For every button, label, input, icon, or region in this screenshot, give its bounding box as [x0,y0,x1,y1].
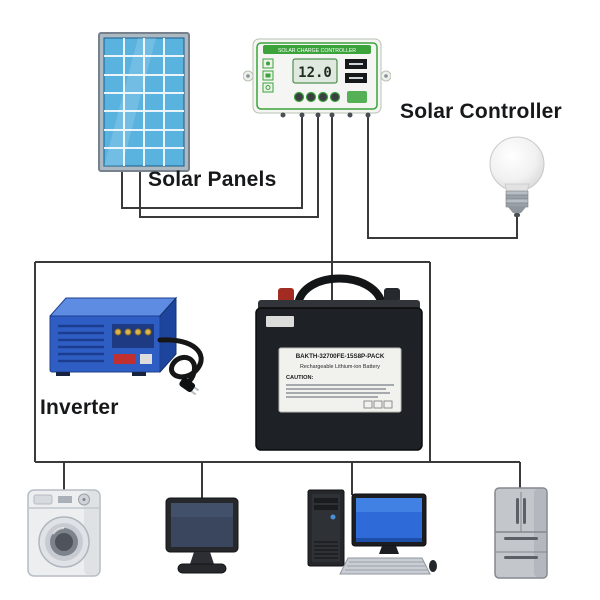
battery-label-line2: Rechargeable Lithium-ion Battery [300,364,380,370]
controller-lcd [292,58,338,84]
washer-door [38,516,90,568]
mount-hole-left [246,74,250,78]
battery-terminal-positive [278,288,294,302]
usb-ports [345,59,367,83]
monitor-image [165,497,239,574]
bulb-glass [489,136,545,192]
controller-green-border [256,42,378,110]
terminal-screws [280,112,371,118]
desktop-computer-image [307,489,437,575]
pc-monitor [351,493,427,554]
bulb-contact-tip [514,213,520,217]
solar-controller-image: SOLAR CHARGE CONTROLLER 12.0 [243,38,391,118]
washer-shading [84,491,99,575]
pc-mouse [429,560,437,572]
monitor-base [177,563,227,574]
light-bulb-image [489,136,545,217]
inverter-warning-sticker [114,354,136,364]
inverter-label: Inverter [40,396,119,419]
controller-brand-badge [347,91,367,103]
inverter-vents [58,324,104,363]
monitor-neck [190,552,214,564]
monitor-screen-glare [171,503,233,517]
refrigerator-image [494,487,548,579]
solar-panel-image [98,32,190,172]
inverter-image [48,296,204,396]
panel-sheen [104,38,156,166]
fridge-handles [504,498,538,559]
battery-small-sticker [266,316,294,327]
inverter-label-sticker [140,354,152,364]
pc-keyboard [339,557,431,575]
controller-header-text: SOLAR CHARGE CONTROLLER [278,48,356,54]
wire-panel-to-controller-1 [121,114,303,209]
inverter-top-face [48,297,178,317]
inverter-terminal-block [112,324,154,348]
washer-dispenser [33,494,53,505]
washer-display [58,496,72,503]
inverter-foot-left [56,372,70,376]
solar-controller-label: Solar Controller [400,100,562,123]
washer-knob-dot [82,498,86,501]
battery-label-caution: CAUTION: [286,375,313,381]
power-cable [157,337,204,387]
lcd-value: 12.0 [298,65,332,81]
power-plug [179,377,200,396]
controller-header-bar [263,45,371,54]
fridge-shading [534,489,546,577]
controller-buttons [293,91,341,103]
inverter-foot-right [132,372,146,376]
controller-status-icons [262,58,274,93]
battery-terminal-negative [384,288,400,302]
panel-cell-grid [104,38,184,166]
inverter-terminals [114,328,152,336]
battery-image: BAKTH-32700FE-15S8P-PACK Rechargeable Li… [255,274,423,451]
washing-machine-image [27,489,101,577]
pc-tower [307,489,345,567]
battery-handle [294,274,386,308]
wire-panel-to-controller-2 [139,114,319,218]
mount-hole-right [384,74,388,78]
battery-label: BAKTH-32700FE-15S8P-PACK Rechargeable Li… [278,347,402,413]
wire-controller-to-bulb [367,114,518,239]
bulb-screw-base [505,190,529,217]
battery-fine-print [286,384,394,398]
solar-panels-label: Solar Panels [148,168,277,191]
battery-label-line1: BAKTH-32700FE-15S8P-PACK [296,353,385,360]
battery-label-icons [363,400,393,409]
